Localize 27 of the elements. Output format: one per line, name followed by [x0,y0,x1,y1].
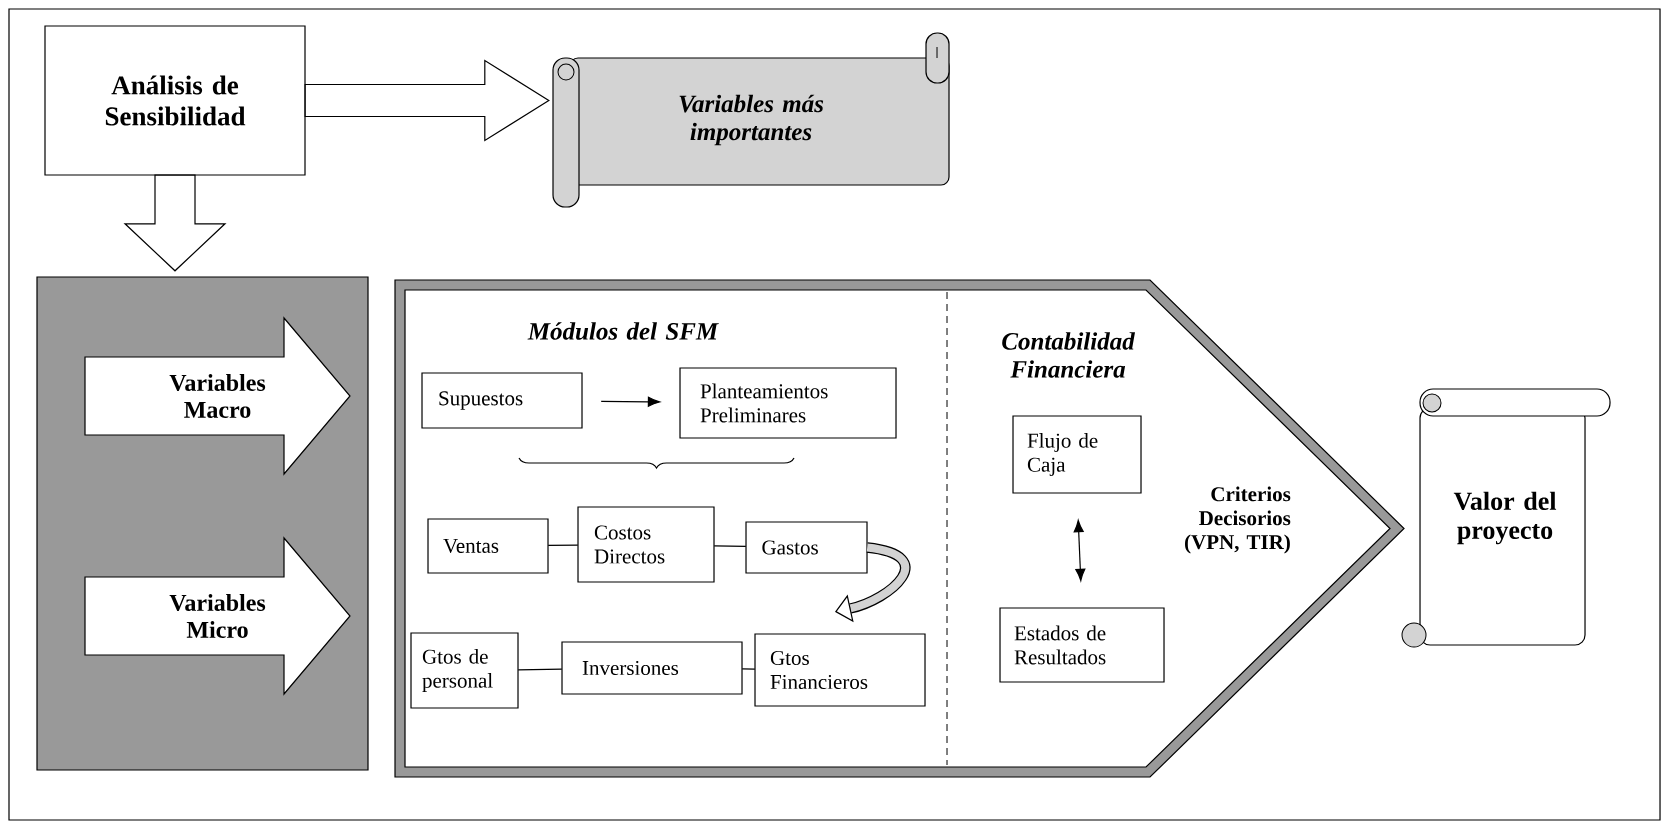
process-box: Flujo de Caja [1012,415,1142,494]
scroll-document: Valor del proyecto [1401,388,1611,648]
arrow [600,396,661,407]
pointer-box: Variables Macro [84,316,351,476]
process-box: Costos Directos [577,506,715,583]
section-heading: Módulos del SFM [527,322,719,340]
arrow [1073,519,1086,582]
connector-line [517,668,563,671]
process-box: Ventas [427,518,549,574]
process-box: Gastos [745,521,868,574]
process-box: Estados de Resultados [999,607,1165,683]
curved-arrow [835,542,911,623]
connector-line [741,668,756,670]
connector-line [713,545,747,547]
process-box: Supuestos [421,372,583,429]
scroll-banner: Variables más importantes [552,32,950,208]
process-box: Análisis de Sensibilidad [44,25,306,176]
criteria-text: Criterios Decisorios (VPN, TIR) [1185,486,1291,554]
connector-line [547,544,579,547]
process-box: Planteamientos Preliminares [679,367,897,439]
block-arrow [123,174,227,272]
pointer-box: Variables Micro [84,536,351,696]
section-heading: Contabilidad Financiera [1002,332,1135,378]
process-box: Inversiones [561,641,743,695]
process-box: Gtos Financieros [754,633,926,707]
process-box: Gtos de personal [410,632,519,709]
block-arrow [304,59,550,142]
